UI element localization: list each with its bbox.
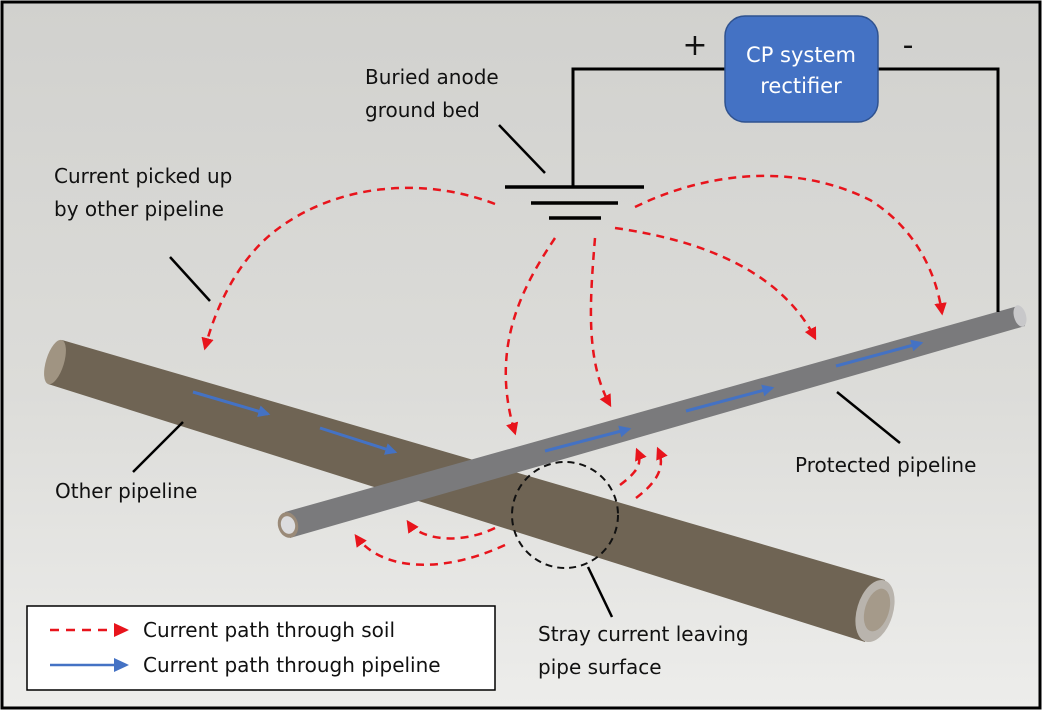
red-arrow-stray (354, 533, 506, 567)
rectifier-label-line2: rectifier (760, 74, 842, 98)
anode-label-line1: Buried anode (365, 65, 499, 89)
red-arrow (634, 174, 947, 316)
blue-arrow (544, 425, 632, 453)
cp-rectifier-box: CP system rectifier (724, 15, 879, 123)
legend: Current path through soil Current path t… (26, 605, 496, 691)
leader-lines (132, 124, 901, 618)
red-arrow-stray (635, 446, 668, 499)
stray-current-label-line2: pipe surface (538, 655, 662, 679)
red-arrow (614, 226, 817, 341)
negative-terminal-sign: - (903, 28, 914, 63)
legend-item-soil: Current path through soil (50, 618, 395, 642)
picked-up-label-line2: by other pipeline (54, 197, 224, 221)
legend-blue-arrowhead-icon (114, 658, 129, 672)
other-pipeline-label: Other pipeline (55, 479, 198, 503)
positive-terminal-sign: + (682, 28, 707, 63)
red-arrow-stray (619, 447, 647, 486)
protected-pipeline-label: Protected pipeline (795, 453, 976, 477)
legend-item-pipeline: Current path through pipeline (50, 653, 441, 677)
anode-label-line2: ground bed (365, 98, 480, 122)
pipeline-current-arrows (192, 339, 924, 455)
blue-arrow (319, 426, 398, 455)
soil-current-arrows (201, 174, 947, 567)
legend-box (26, 605, 496, 691)
legend-red-arrowhead-icon (114, 623, 129, 637)
stray-current-label-line1: Stray current leaving (538, 622, 749, 646)
red-arrow (589, 237, 612, 408)
red-arrow-stray (406, 519, 496, 540)
legend-label-soil: Current path through soil (143, 618, 395, 642)
blue-arrow (192, 390, 271, 418)
anode-ground-bed-symbol (505, 185, 644, 220)
blue-arrow (685, 384, 775, 413)
picked-up-label-line1: Current picked up (54, 164, 232, 188)
wiring (571, 67, 1000, 312)
stray-current-circle (511, 461, 619, 569)
blue-arrow (835, 339, 924, 368)
red-arrow-to-other-pipe (201, 186, 496, 351)
legend-label-pipeline: Current path through pipeline (143, 653, 441, 677)
rectifier-label-line1: CP system (746, 43, 856, 67)
